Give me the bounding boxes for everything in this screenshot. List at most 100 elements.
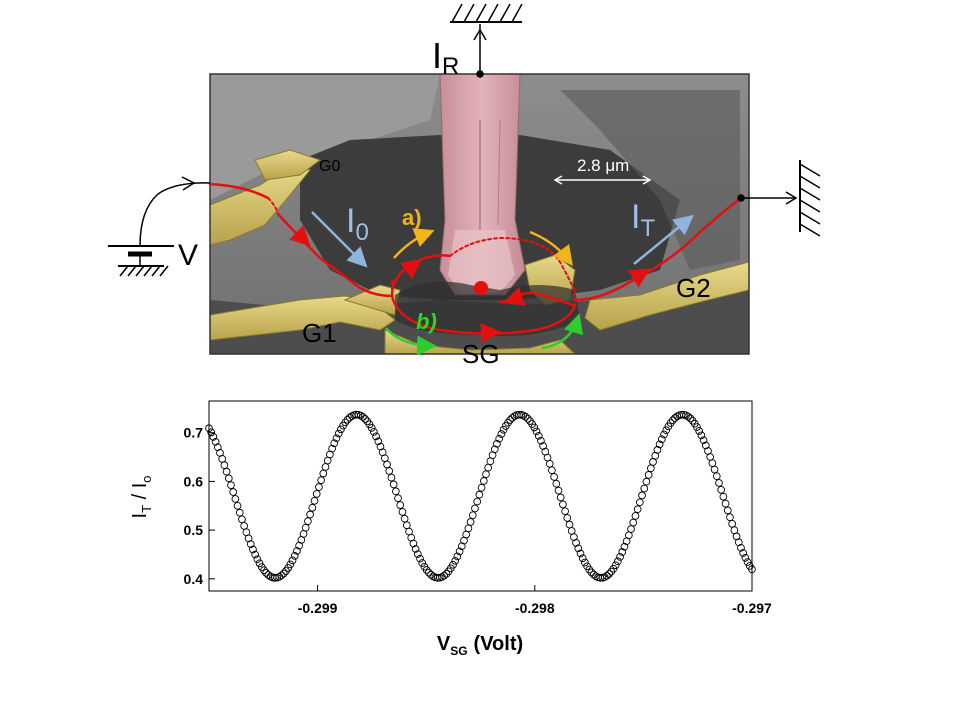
data-point (229, 488, 238, 496)
data-point (721, 499, 730, 508)
data-point (686, 414, 695, 423)
data-point (508, 413, 517, 422)
data-point (240, 522, 249, 530)
label-reflected-current: IR (432, 35, 459, 80)
data-point (532, 427, 541, 436)
data-point (255, 559, 264, 568)
data-point (710, 465, 719, 474)
plot-frame (208, 400, 753, 592)
data-point (207, 428, 216, 437)
data-point (728, 519, 737, 528)
x-tick-label: -0.297 (732, 600, 772, 616)
data-point (629, 518, 638, 527)
data-point (304, 517, 312, 526)
data-point (251, 550, 260, 559)
label-gate-g0: G0 (319, 158, 340, 175)
data-point (418, 559, 427, 567)
data-point (233, 501, 242, 510)
data-point (334, 429, 343, 438)
label-arm-b: b) (416, 309, 437, 334)
data-point (413, 550, 422, 558)
data-point (277, 571, 286, 580)
arm-b-arrow-left (385, 327, 437, 356)
data-point (699, 436, 708, 445)
data-point (372, 432, 380, 441)
data-point (748, 565, 756, 574)
data-point (708, 459, 717, 467)
data-point (224, 474, 233, 483)
data-point (319, 469, 328, 478)
data-point (312, 490, 321, 498)
data-point (695, 427, 704, 435)
data-point (537, 436, 545, 445)
label-transmitted-current: IT (631, 198, 655, 242)
data-point (657, 435, 666, 444)
data-point (646, 464, 655, 473)
data-point (603, 571, 611, 580)
data-point (227, 481, 235, 489)
data-point (739, 549, 748, 557)
it-current-arrow (633, 214, 694, 265)
data-point (589, 570, 598, 579)
data-point (662, 426, 671, 435)
data-point (427, 570, 435, 579)
data-point (523, 414, 532, 423)
arm-a-arrow-left (393, 228, 435, 259)
data-point (308, 503, 317, 512)
data-point (548, 466, 556, 475)
chart: 0.40.50.60.7 -0.299-0.298-0.297 VSG(Volt… (129, 400, 772, 658)
y-tick-label: 0.7 (184, 425, 204, 441)
data-point (301, 523, 310, 532)
data-point (381, 454, 389, 463)
data-point (743, 558, 752, 566)
y-tick-label: 0.6 (184, 473, 204, 489)
label-gate-g2: G2 (676, 273, 711, 303)
data-point (504, 418, 512, 427)
x-axis: -0.299-0.298-0.297 (298, 585, 772, 616)
data-point (471, 504, 479, 513)
data-point (264, 571, 273, 579)
data-point (627, 525, 635, 533)
label-scale: 2.8 μm (577, 156, 629, 175)
data-point (671, 414, 679, 422)
x-tick-label: -0.298 (515, 600, 555, 616)
data-point (616, 553, 624, 561)
data-point (477, 483, 486, 492)
label-voltage: V (178, 239, 198, 272)
data-point (578, 554, 587, 563)
data-point (506, 416, 514, 424)
data-point (374, 437, 383, 446)
data-point (545, 459, 554, 468)
data-point (253, 555, 262, 564)
data-point (482, 470, 490, 479)
data-point (653, 446, 662, 454)
data-point (572, 539, 580, 547)
data-point (493, 439, 501, 448)
data-point (521, 412, 530, 421)
data-point (717, 485, 726, 494)
data-point (741, 553, 750, 562)
data-point (451, 556, 460, 565)
data-point (205, 424, 213, 433)
label-arm-a: a) (402, 205, 422, 230)
data-point (396, 501, 405, 509)
data-point (684, 412, 693, 421)
data-point (231, 495, 240, 503)
scale-bar (553, 175, 652, 185)
data-point (660, 430, 668, 439)
data-point (539, 442, 547, 450)
data-point (614, 557, 622, 566)
edge-channel-path (208, 182, 743, 343)
data-point (359, 413, 367, 421)
data-point (310, 496, 319, 505)
data-point (490, 445, 499, 454)
data-point (394, 494, 402, 503)
data-point (534, 432, 543, 440)
data-point (737, 543, 745, 552)
data-point (693, 423, 701, 431)
data-point (442, 569, 451, 578)
data-point (222, 467, 231, 476)
data-point (288, 556, 297, 565)
data-point (328, 444, 336, 453)
